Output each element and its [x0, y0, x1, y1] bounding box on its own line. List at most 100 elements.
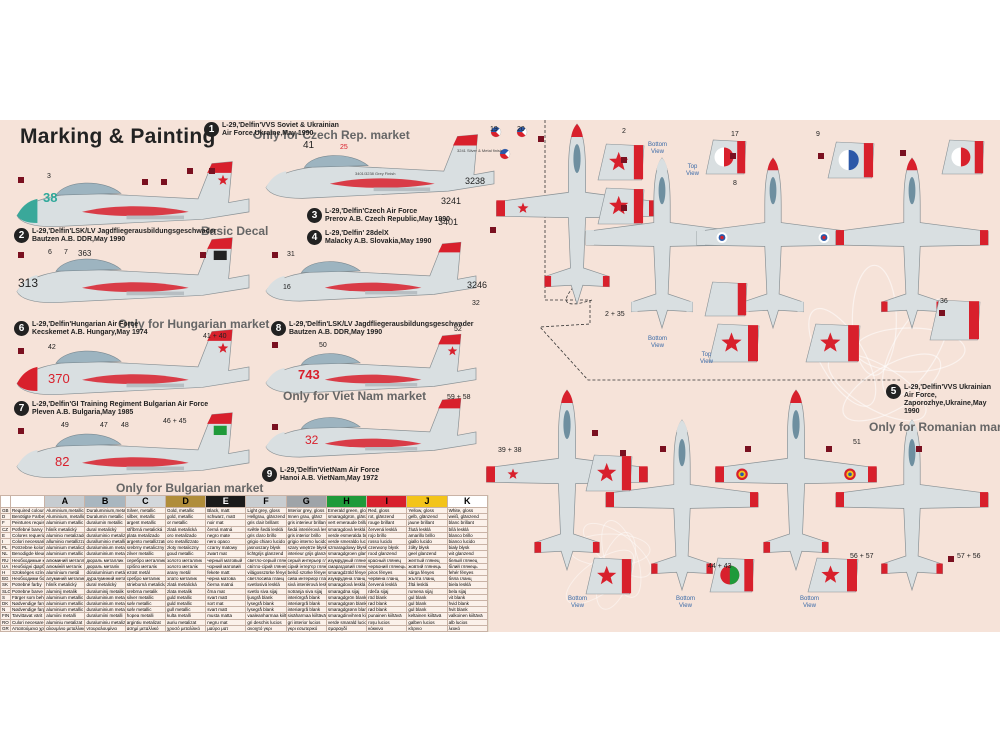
tailplane-tip	[534, 541, 542, 553]
paint-table-cell: alumínium metál	[44, 569, 86, 577]
canopy	[908, 177, 916, 205]
aircraft-side-view	[265, 397, 477, 458]
canopy	[300, 417, 361, 429]
paint-table-col-header: I	[366, 495, 408, 508]
wing-root	[365, 383, 418, 387]
paint-table-cell: сребро металик	[124, 575, 166, 583]
fin-roundel	[960, 147, 971, 167]
paint-table-cell: duraluminium metallic	[84, 600, 126, 608]
decal-marker	[826, 446, 832, 452]
variant-9: 9 L-29,'Delfin'VietNam Air Force Hanoi A…	[262, 467, 379, 483]
paint-table-cell: aluminio metalizado	[44, 531, 86, 540]
paint-table-cell: білий глянець	[446, 562, 489, 571]
tail-fin-rudder	[737, 141, 746, 174]
paint-table-cell: interieur grijs glanzend	[285, 550, 327, 558]
paint-table-cell: дуралуминий металик	[84, 575, 126, 583]
wing-roundel	[720, 235, 724, 240]
paint-table-cell: aluminium metaliczny	[44, 544, 86, 552]
paint-table-cell: stříbrná metalická	[124, 525, 166, 533]
czech-roundel	[491, 132, 500, 137]
aircraft-top-view	[605, 419, 759, 592]
canopy	[658, 177, 666, 205]
tail-fin-rudder	[863, 143, 874, 178]
section-label-romanian: Only for Romanian market	[869, 420, 1000, 434]
tail-tip	[438, 242, 461, 253]
canopy	[792, 410, 800, 439]
paint-table-cell: alb lucios	[446, 618, 489, 626]
variant-7: 7 L-29,'Delfin'GI Training Regiment Bulg…	[14, 401, 208, 417]
callout-41-40: 41 + 40	[203, 333, 227, 340]
paint-table-cell: aluminium metallic	[44, 593, 86, 602]
paint-table-cell: aluminium metallic	[44, 519, 86, 527]
fuselage-stripe	[82, 374, 189, 385]
variant-text: L-29,'Delfin'LSK/LV Jagdfliegerausbildun…	[289, 321, 474, 336]
paint-table-cell: gris interior brillo	[285, 531, 327, 540]
view-label-bottom: Bottom View	[568, 596, 588, 609]
tail-star	[447, 346, 458, 356]
canopy	[55, 350, 122, 364]
callout-51: 51	[853, 439, 861, 446]
wingtip	[835, 492, 844, 508]
aircraft-top-view	[585, 157, 739, 330]
decal-marker	[621, 205, 627, 211]
paint-table-cell: светлосива гланц	[245, 575, 287, 583]
paint-table-cell: Required colours	[10, 506, 46, 515]
paint-table-cell: Tarvittavat värit	[10, 612, 46, 620]
paint-table-cell: fehér fényes	[446, 569, 489, 577]
nose-cone	[906, 420, 918, 433]
variant-text: L-29,'Delfin'Czech Air Force Prerov A.B.…	[325, 208, 451, 223]
paint-table-cell: duraluminium metallic	[84, 550, 126, 558]
paint-table-cell: jasnoszary błysk	[245, 544, 287, 552]
serial-370: 370	[48, 371, 70, 386]
paint-table-cell: Benodigde kleuren	[10, 550, 46, 558]
view-label-bottom: Bottom View	[800, 596, 820, 609]
wing-roundel	[848, 472, 852, 477]
paint-table-cell: изумрудена гланц	[325, 575, 368, 583]
variant-text: L-29,'Delfin'VVS Soviet & Ukrainian Air …	[222, 122, 339, 137]
wing-root	[373, 187, 431, 192]
paint-table-cell: Colores requeridos	[10, 531, 46, 540]
paint-table-cell: šedá interiérová lesklá	[285, 525, 327, 533]
paint-table-cell: Emerald green, gloss	[325, 506, 368, 515]
paint-table-cell: biela lesklá	[446, 581, 489, 589]
canopy	[678, 439, 686, 467]
canopy	[563, 410, 571, 439]
paint-table-cell: dúralumínium metál	[84, 569, 126, 577]
callout-17: 17	[731, 131, 739, 138]
paint-table-cell: smaragdgrön blank	[325, 593, 368, 602]
wing-roundel	[822, 235, 826, 240]
fin-roundel	[729, 565, 740, 585]
paint-table-cell: Nødvendige farger	[10, 606, 46, 614]
paint-table-cell: keltainen kiiltävä	[406, 612, 448, 620]
fin-star	[597, 462, 617, 482]
tailplane-tip	[706, 563, 713, 574]
variant-badge: 9	[262, 467, 277, 482]
paint-table-cell: bílá lesklá	[446, 525, 489, 533]
variant-3: 3 L-29,'Delfin'Czech Air Force Prerov A.…	[307, 208, 450, 224]
section-label-hungarian: Only for Hungarian market	[118, 317, 270, 331]
paint-table-col-header	[0, 495, 12, 508]
wing-star	[517, 202, 529, 213]
paint-table-cell: duraluminium metaliczny	[84, 544, 126, 552]
decal-marker	[272, 342, 278, 348]
fuselage-stripe	[82, 457, 189, 468]
decal-marker	[18, 252, 24, 258]
tail-tip	[438, 334, 461, 345]
callout-42: 42	[48, 344, 56, 351]
paint-table-cell: gri deschis lucios	[245, 618, 287, 626]
callout-6: 6	[48, 249, 52, 256]
paint-table-cell: smaragdová lesklá	[325, 581, 368, 589]
paint-table-cell: aluminium metallic	[44, 606, 86, 614]
callout-57-56: 57 + 56	[957, 553, 981, 560]
paint-table-cell: Duralumin metallic	[84, 513, 126, 521]
paint-table-cell: Potřebné barvy	[10, 525, 46, 533]
paint-table-cell: Peintures requises	[10, 519, 46, 527]
paint-table-cell: blanco brillo	[446, 531, 489, 540]
tailplane-tip	[763, 541, 771, 553]
paint-table-cell: biały błysk	[446, 544, 489, 552]
